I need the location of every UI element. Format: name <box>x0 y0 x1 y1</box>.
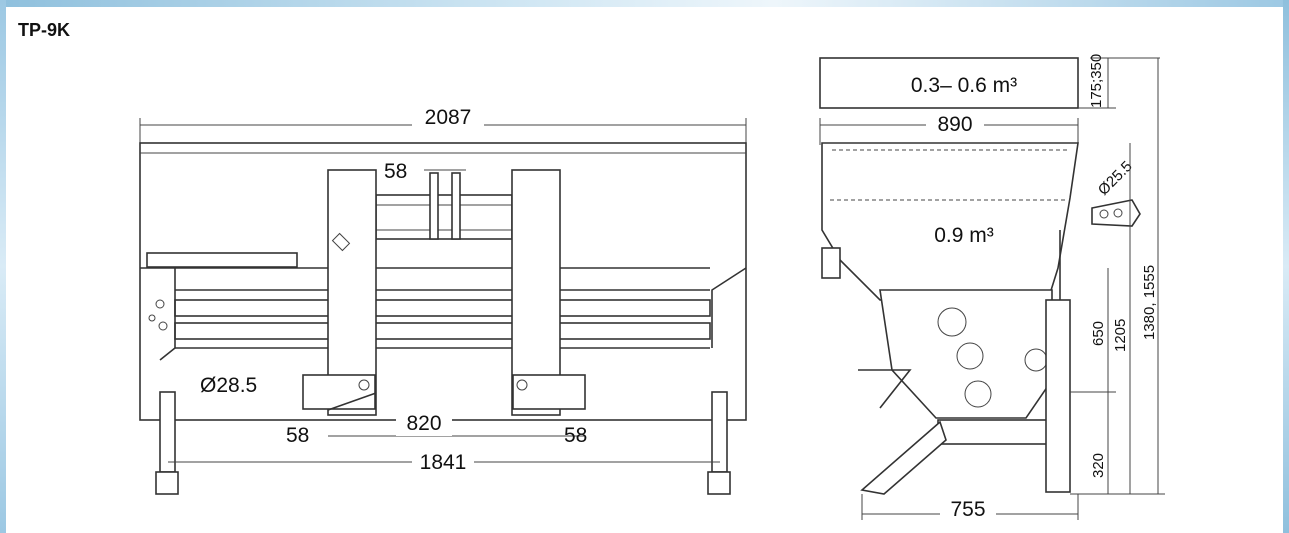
left-pin-bracket <box>302 374 376 410</box>
bracket-plate <box>429 172 439 240</box>
right-side-plate <box>711 267 747 348</box>
extension-volume-label: 0.3– 0.6 m³ <box>911 74 1017 97</box>
dim-label-bg <box>396 412 452 436</box>
motor-box <box>821 247 841 279</box>
extension-height-label: 175;350 <box>1088 54 1105 108</box>
bracket-edge <box>327 392 377 411</box>
left-border-bar <box>0 0 6 533</box>
right-foot <box>707 471 731 495</box>
left-side-plate <box>140 267 176 361</box>
hitch-hole <box>1113 208 1123 218</box>
extension-box <box>819 57 1079 109</box>
deflector <box>858 369 912 409</box>
bracket-width-right-label: 58 <box>564 424 587 447</box>
bolt-hole <box>148 314 156 322</box>
bracket-spacing-top-label: 58 <box>384 160 407 183</box>
front-leg <box>860 420 947 495</box>
bolt-hole <box>158 321 168 331</box>
right-post <box>511 169 561 416</box>
left-foot <box>155 471 179 495</box>
side-shelf <box>146 252 298 268</box>
top-border-bar <box>0 0 1289 7</box>
dim-label-bg <box>940 500 996 524</box>
right-border-bar <box>1283 0 1289 533</box>
spreader-disc <box>937 307 967 337</box>
bolt-hole <box>155 299 165 309</box>
bracket-plate <box>451 172 461 240</box>
overall-width-label: 2087 <box>425 106 472 129</box>
post-tag <box>331 232 351 252</box>
rear-post <box>1045 299 1071 493</box>
right-leg <box>711 391 728 473</box>
dim-label-bg <box>926 111 984 135</box>
spreader-disc <box>964 380 992 408</box>
hopper-volume-label: 0.9 m³ <box>934 224 994 247</box>
hitch-hole <box>1099 209 1109 219</box>
left-post <box>327 169 377 416</box>
height-650-label: 650 <box>1090 321 1107 346</box>
hitch-bracket <box>1091 199 1141 227</box>
height-1380-1555-label: 1380, 1555 <box>1141 265 1158 340</box>
base-beam <box>937 419 1049 445</box>
pin-hole <box>358 379 370 391</box>
dim-label-bg <box>412 104 484 130</box>
top-width-label: 890 <box>937 113 972 136</box>
dim-label-bg <box>412 448 474 472</box>
frame-beam <box>174 299 711 317</box>
hopper-side <box>821 142 1079 301</box>
base-width-label: 755 <box>950 498 985 521</box>
leg-spacing-label: 1841 <box>420 451 467 474</box>
front-view: 2087 58 <box>139 104 747 495</box>
bracket-inner-spacing-label: 820 <box>406 412 441 435</box>
spreader-disc <box>956 342 984 370</box>
upper-cross-rail <box>375 194 513 240</box>
pin-diameter-label: Ø28.5 <box>200 374 257 397</box>
bracket-width-left-label: 58 <box>286 424 309 447</box>
height-1205-label: 1205 <box>1112 319 1129 352</box>
pin-hole <box>516 379 528 391</box>
frame-beam <box>174 322 711 340</box>
leg-height-label: 320 <box>1090 453 1107 478</box>
left-leg <box>159 391 176 473</box>
model-title: TP-9K <box>18 20 71 40</box>
side-view: 0.3– 0.6 m³ 890 0.9 m³ <box>819 54 1165 524</box>
